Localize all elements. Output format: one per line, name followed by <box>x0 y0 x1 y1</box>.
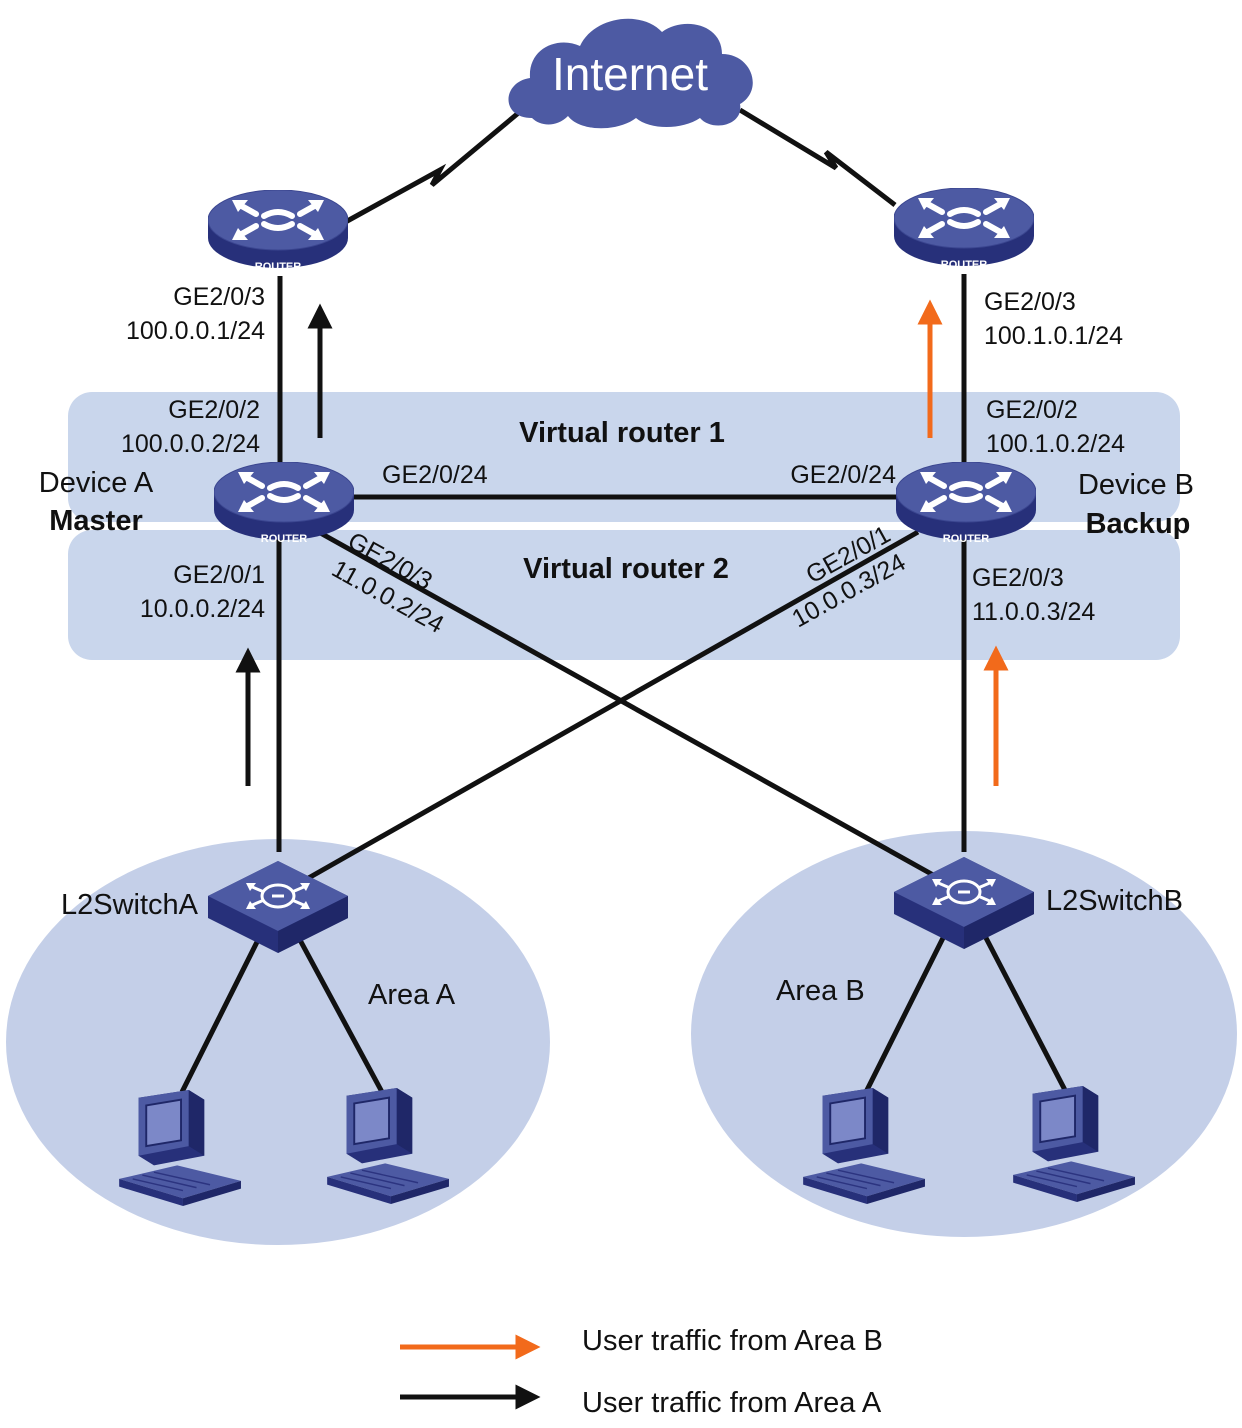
area-b-label: Area B <box>776 975 865 1007</box>
router-icon-label: ROUTER <box>941 259 988 271</box>
isp-router-right[interactable]: ROUTER <box>894 188 1034 271</box>
virtual-router-2-band <box>68 530 1180 660</box>
link-device-b-switch-a-cross <box>303 529 920 883</box>
svg-text:100.0.0.1/24: 100.0.0.1/24 <box>126 317 265 345</box>
legend-area-a-label: User traffic from Area A <box>582 1387 882 1419</box>
link-device-a-switch-b-cross <box>313 527 937 879</box>
svg-text:GE2/0/24: GE2/0/24 <box>382 461 488 489</box>
svg-text:GE2/0/3: GE2/0/3 <box>972 564 1064 592</box>
device-a-router[interactable]: ROUTER <box>214 462 354 545</box>
l2-switch-b-label: L2SwitchB <box>1046 885 1183 917</box>
svg-text:GE2/0/1: GE2/0/1 <box>173 561 265 589</box>
link-isp-left-internet <box>338 108 524 228</box>
link-switch-b-pc-2 <box>982 934 1069 1094</box>
link-switch-a-pc-1 <box>179 938 261 1094</box>
device-b-router[interactable]: ROUTER <box>896 462 1036 545</box>
device-a-name: Device A <box>39 467 154 499</box>
l2-switch-a-label: L2SwitchA <box>61 889 199 921</box>
router-icon-label: ROUTER <box>943 533 990 545</box>
device-a-role: Master <box>49 505 143 537</box>
link-switch-a-pc-2 <box>297 938 385 1094</box>
link-switch-b-pc-1 <box>863 934 947 1094</box>
isp-router-left[interactable]: ROUTER <box>208 190 348 273</box>
virtual-router-2-label: Virtual router 2 <box>523 553 729 585</box>
svg-text:11.0.0.3/24: 11.0.0.3/24 <box>972 598 1095 626</box>
device-b-name: Device B <box>1078 469 1194 501</box>
svg-text:100.0.0.2/24: 100.0.0.2/24 <box>121 430 260 458</box>
svg-text:GE2/0/3: GE2/0/3 <box>173 283 265 311</box>
svg-text:GE2/0/24: GE2/0/24 <box>790 461 896 489</box>
router-icon-label: ROUTER <box>255 261 302 273</box>
legend: User traffic from Area B User traffic fr… <box>400 1325 883 1419</box>
svg-text:GE2/0/2: GE2/0/2 <box>986 396 1078 424</box>
svg-text:100.1.0.2/24: 100.1.0.2/24 <box>986 430 1125 458</box>
internet-cloud: Internet <box>508 18 753 129</box>
device-b-role: Backup <box>1086 508 1191 540</box>
virtual-router-1-label: Virtual router 1 <box>519 417 725 449</box>
svg-text:10.0.0.2/24: 10.0.0.2/24 <box>140 595 265 623</box>
area-a-label: Area A <box>368 979 456 1011</box>
svg-text:100.1.0.1/24: 100.1.0.1/24 <box>984 322 1123 350</box>
internet-label: Internet <box>552 48 708 100</box>
link-isp-right-internet <box>738 107 897 207</box>
links <box>179 107 1069 1094</box>
router-icon-label: ROUTER <box>261 533 308 545</box>
svg-text:GE2/0/2: GE2/0/2 <box>168 396 260 424</box>
svg-text:GE2/0/3: GE2/0/3 <box>984 288 1076 316</box>
legend-area-b-label: User traffic from Area B <box>582 1325 883 1357</box>
